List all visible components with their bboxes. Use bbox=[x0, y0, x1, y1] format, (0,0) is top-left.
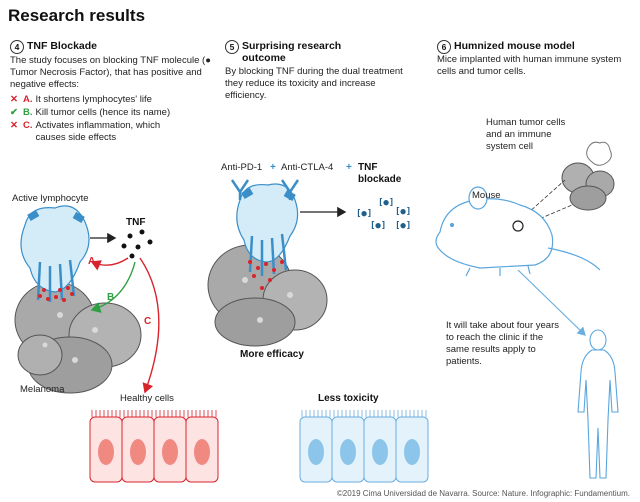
section-6-body: Mice implanted with human immune system … bbox=[437, 54, 622, 77]
section-5-body: By blocking TNF during the dual treatmen… bbox=[225, 66, 403, 101]
arrow-to-human bbox=[517, 269, 586, 336]
melanoma-tumor bbox=[14, 281, 142, 394]
zoom-line-top bbox=[517, 179, 566, 223]
step-number-5: 5 bbox=[225, 40, 239, 54]
small-immune-cell bbox=[586, 141, 612, 166]
label-arrow-c: C bbox=[144, 316, 152, 327]
label-arrow-b: B bbox=[107, 292, 115, 303]
label-plus-2: + bbox=[346, 162, 352, 173]
arrow-a bbox=[90, 257, 129, 271]
active-lymphocyte-cell bbox=[20, 205, 90, 302]
svg-text:[●]: [●] bbox=[370, 221, 386, 231]
label-active-lymphocyte: Active lymphocyte bbox=[12, 193, 89, 204]
center-tumor bbox=[207, 244, 328, 347]
section-4-body: The study focuses on blocking TNF molecu… bbox=[10, 55, 211, 90]
cross-icon: ✕ bbox=[10, 94, 18, 105]
svg-text:[●]: [●] bbox=[356, 209, 372, 219]
label-arrow-a: A bbox=[88, 256, 96, 267]
section-6-title: Humnized mouse model bbox=[454, 40, 575, 52]
label-melanoma: Melanoma bbox=[20, 384, 65, 395]
section-4-title: TNF Blockade bbox=[27, 40, 98, 52]
svg-text:[●]: [●] bbox=[395, 207, 411, 217]
svg-text:[●]: [●] bbox=[378, 198, 394, 208]
label-anti-pd1: Anti-PD-1 bbox=[221, 162, 263, 173]
label-healthy-cells: Healthy cells bbox=[120, 393, 174, 404]
label-tnf: TNF bbox=[126, 217, 146, 228]
effect-text: Activates inflammation, which causes sid… bbox=[35, 120, 161, 143]
svg-text:[●]: [●] bbox=[395, 221, 411, 231]
arrow-b bbox=[90, 261, 136, 313]
step-number-6: 6 bbox=[437, 40, 451, 54]
footer-credit: ©2019 Cima Universidad de Navarra. Sourc… bbox=[336, 489, 630, 498]
effects-list: ✕ A. It shortens lymphocytes' life ✔ B. … bbox=[10, 94, 210, 144]
tnf-molecules bbox=[121, 229, 153, 259]
healthy-cells-group bbox=[89, 410, 219, 483]
effect-item-b: ✔ B. Kill tumor cells (hence its name) bbox=[10, 107, 210, 119]
center-lymphocyte-cell bbox=[236, 183, 299, 290]
step-number-4: 4 bbox=[10, 40, 24, 54]
arrow-c bbox=[139, 257, 160, 394]
label-human-tumor-cells: Human tumor cells and an immune system c… bbox=[486, 117, 566, 152]
label-plus-1: + bbox=[270, 162, 276, 173]
check-icon: ✔ bbox=[10, 107, 18, 118]
human-tumor-cells bbox=[561, 162, 615, 211]
protected-cells-group bbox=[299, 410, 429, 483]
label-more-efficacy: More efficacy bbox=[240, 349, 304, 360]
section-4-heading: 4 TNF Blockade bbox=[10, 40, 97, 54]
effect-letter: A. bbox=[23, 94, 33, 105]
label-less-toxicity: Less toxicity bbox=[318, 393, 379, 404]
label-tnf-blockade: TNF blockade bbox=[358, 162, 402, 185]
blocked-tnf-molecules: [●] [●] [●] [●] [●] bbox=[356, 198, 411, 231]
label-mouse: Mouse bbox=[472, 190, 501, 201]
label-clinic-note: It will take about four years to reach t… bbox=[446, 320, 559, 367]
page-title: Research results bbox=[8, 6, 146, 25]
effect-item-a: ✕ A. It shortens lymphocytes' life bbox=[10, 94, 210, 106]
effect-text: It shortens lymphocytes' life bbox=[35, 94, 152, 105]
section-6-heading: 6 Humnized mouse model bbox=[437, 40, 575, 54]
cross-icon: ✕ bbox=[10, 120, 18, 131]
antibody-icons bbox=[230, 179, 300, 200]
human-figure bbox=[577, 329, 619, 479]
section-5-heading: 5 Surprising research outcome bbox=[225, 40, 365, 64]
section-5-title: Surprising research outcome bbox=[242, 40, 342, 64]
effect-letter: C. bbox=[23, 120, 33, 131]
label-anti-ctla4: Anti-CTLA-4 bbox=[281, 162, 334, 173]
effect-letter: B. bbox=[23, 107, 33, 118]
mouse-illustration bbox=[435, 186, 601, 277]
effect-text: Kill tumor cells (hence its name) bbox=[35, 107, 171, 118]
effect-item-c: ✕ C. Activates inflammation, which cause… bbox=[10, 120, 210, 144]
